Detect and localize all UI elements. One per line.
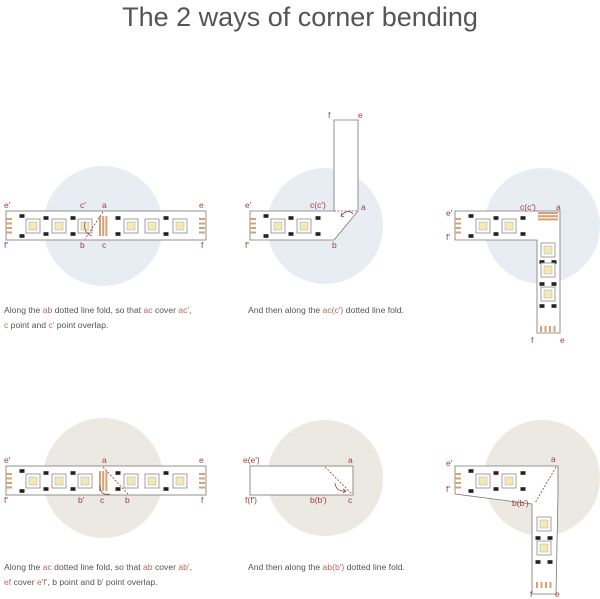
l-shaped-strip — [454, 465, 559, 595]
label-e-prime: e' — [446, 208, 453, 218]
label-b: b — [125, 495, 130, 505]
panel-bottom-middle: e(e') a f(f') b(b') c — [243, 420, 383, 536]
label-f: f — [201, 240, 204, 250]
label-f-prime: f' — [446, 232, 450, 242]
caption-top-middle: And then along the ac(c') dotted line fo… — [248, 305, 404, 315]
label-e: e — [560, 335, 565, 345]
label-e-prime: e' — [446, 458, 453, 468]
folded-strip — [249, 119, 359, 241]
label-c: c — [100, 495, 105, 505]
label-a: a — [551, 454, 556, 464]
label-e-prime: e' — [245, 200, 252, 210]
folded-strip-back — [249, 465, 354, 496]
label-a: a — [102, 200, 107, 210]
label-b-prime: b' — [78, 495, 85, 505]
label-f: f — [328, 110, 331, 120]
label-e: e — [199, 200, 204, 210]
page-title: The 2 ways of corner bending — [122, 2, 478, 32]
label-f-prime: f' — [446, 484, 450, 494]
label-b-bprime: b(b') — [310, 495, 327, 505]
panel-top-left: e' f' c' a b c e f — [4, 166, 207, 286]
label-b: b — [332, 240, 337, 250]
label-c-cprime: c(c') — [310, 200, 326, 210]
label-b-bprime: b(b') — [512, 498, 529, 508]
label-e: e — [199, 455, 204, 465]
label-f-prime: f' — [4, 495, 8, 505]
panel-top-middle: f e e' f' c(c') a b — [245, 110, 383, 284]
caption-bottom-middle: And then along the ab(b') dotted line fo… — [248, 562, 405, 572]
label-c-cprime: c(c') — [520, 202, 536, 212]
label-e: e — [358, 110, 363, 120]
panel-top-right: e' f' c(c') a f e — [446, 168, 600, 345]
label-f: f — [201, 495, 204, 505]
label-e: e — [555, 589, 560, 599]
label-c-prime: c' — [80, 200, 86, 210]
label-e-prime: e' — [4, 455, 11, 465]
label-e-prime: e' — [4, 200, 11, 210]
caption-top-left: Along the ab dotted line fold, so that a… — [4, 305, 192, 330]
caption-bottom-left: Along the ac dotted line fold, so that a… — [4, 562, 192, 587]
label-c: c — [348, 495, 353, 505]
panel-bottom-right: e' f' a b(b') f e — [446, 420, 600, 599]
l-shaped-strip — [454, 210, 561, 334]
label-a: a — [102, 455, 107, 465]
label-f-prime: f' — [245, 240, 249, 250]
label-a: a — [348, 455, 353, 465]
label-f-fprime: f(f') — [245, 495, 257, 505]
label-f-prime: f' — [4, 240, 8, 250]
label-f: f — [531, 335, 534, 345]
label-b: b — [80, 240, 85, 250]
label-a: a — [556, 202, 561, 212]
label-c: c — [102, 240, 107, 250]
panel-bottom-left: e' f' a b' c b e f — [4, 418, 207, 538]
label-e-eprime: e(e') — [243, 455, 260, 465]
label-a: a — [361, 202, 366, 212]
label-f: f — [530, 589, 533, 599]
